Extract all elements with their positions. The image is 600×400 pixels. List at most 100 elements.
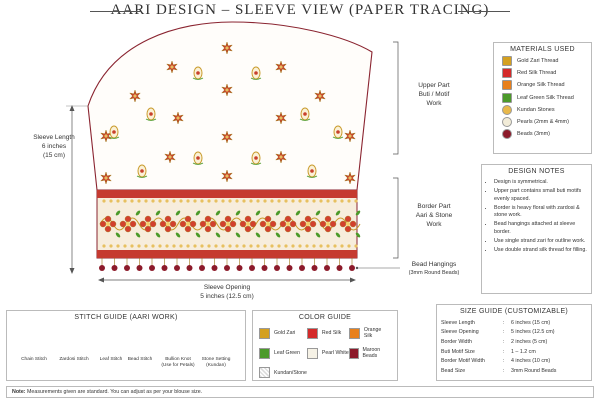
border-bead-dot [116, 199, 120, 203]
border-bead-dot [242, 199, 246, 203]
bead-icon [502, 129, 512, 140]
border-bead-dot [340, 199, 344, 203]
design-note: Use single strand zari for outline work. [494, 238, 591, 246]
border-bead-dot [347, 244, 351, 248]
border-bead-dot [214, 244, 218, 248]
border-bead-dot [298, 199, 302, 203]
border-flower [99, 210, 121, 238]
stitch-guide-panel: STITCH GUIDE (AARI WORK) [6, 310, 246, 381]
upper-part-bracket [393, 41, 399, 155]
material-item: Orange Silk Thread [494, 79, 591, 91]
border-bead-dot [326, 244, 330, 248]
border-bead-dot [277, 199, 281, 203]
border-bead-dot [319, 199, 323, 203]
leaf-green-silk-thread-icon [502, 92, 512, 103]
border-bead-dot [172, 199, 176, 203]
bead-hanging [236, 258, 243, 271]
border-bead-dot [179, 199, 183, 203]
border-bead-dot [242, 244, 246, 248]
border-flower [139, 210, 161, 238]
border-bead-dot [270, 199, 274, 203]
sleeve-length-label: Sleeve Length 6 inches (15 cm) [33, 134, 75, 159]
color-swatch [306, 327, 318, 339]
color-guide-title: COLOR GUIDE [298, 314, 352, 321]
bead-hanging [261, 258, 268, 271]
stitch-caption: Bead Stitch [127, 357, 153, 362]
border-flower [239, 210, 261, 238]
border-bead-dot [340, 244, 344, 248]
border-bead-dot [228, 199, 232, 203]
border-bead-dot [158, 244, 162, 248]
design-note: Bead hangings attached at sleeve border. [494, 221, 591, 236]
paisley-buti-motif [299, 107, 311, 121]
color-swatch-item: Red Silk [306, 327, 349, 339]
bead-hanging [111, 258, 118, 271]
size-guide-title: SIZE GUIDE (CUSTOMIZABLE) [459, 308, 569, 315]
size-guide-row: Bead Size:3mm Round Beads [441, 367, 557, 374]
border-flower [159, 210, 181, 238]
design-notes-title: DESIGN NOTES [508, 168, 565, 175]
border-bead-dot [270, 244, 274, 248]
border-bead-dot [123, 199, 127, 203]
kundan-stone-icon [502, 104, 512, 115]
border-bead-dot [144, 244, 148, 248]
star-buti-motif [221, 41, 233, 55]
border-bead-dot [249, 244, 253, 248]
border-bead-dot [326, 199, 330, 203]
gold-zari-thread-icon [502, 56, 512, 67]
pearl-icon [502, 117, 512, 128]
bead-hanging [149, 258, 155, 271]
arrow-head [69, 268, 75, 274]
bead-hanging [336, 258, 343, 271]
bead-hanging [124, 258, 130, 271]
bead-hanging [99, 258, 105, 271]
design-notes-panel: DESIGN NOTES Design is symmetrical.Upper… [481, 164, 592, 294]
bead-hangings-label: Bead Hangings (3mm Round Beads) [408, 261, 460, 276]
stitch-caption: Bullion Knot (Use for Petals) [161, 357, 195, 368]
color-swatch [259, 327, 270, 339]
upper-part-label: Upper Part Buti / Motif Work [418, 82, 450, 107]
border-part-label: Border Part Aari & Stone Work [415, 203, 453, 228]
paisley-buti-motif [250, 66, 262, 80]
border-bead-dot [312, 199, 316, 203]
border-bead-dot [221, 244, 225, 248]
color-swatch [259, 367, 270, 378]
bead-hanging [311, 258, 318, 271]
bead-hanging [161, 258, 168, 271]
material-item: Gold Zari Thread [494, 55, 591, 67]
arrow-head [69, 105, 75, 111]
border-bead-dot [179, 244, 183, 248]
border-bead-dot [284, 199, 288, 203]
paisley-buti-motif [192, 66, 204, 80]
border-bead-dot [284, 244, 288, 248]
border-top-band [97, 190, 357, 198]
size-guide-row: Border Motif Width:4 inches (10 cm) [441, 358, 551, 365]
size-guide-panel: SIZE GUIDE (CUSTOMIZABLE) Sleeve Length:… [436, 304, 592, 381]
border-bead-dot [207, 199, 211, 203]
border-bead-dot [305, 244, 309, 248]
border-part-bracket [393, 177, 399, 259]
star-buti-motif [172, 111, 184, 125]
border-bead-dot [151, 199, 155, 203]
color-swatch [306, 347, 318, 359]
bead-hanging [136, 258, 143, 271]
design-note: Design is symmetrical. [494, 179, 591, 187]
bead-hanging [224, 258, 230, 271]
border-bead-dot [305, 199, 309, 203]
bead-hanging [349, 258, 355, 271]
size-guide-row: Buti Motif Size:1 – 1.2 cm [441, 348, 536, 355]
design-note: Border is heavy floral with zardosi & st… [494, 205, 591, 220]
border-bead-dot [116, 244, 120, 248]
border-bead-dot [354, 199, 358, 203]
footer-note: Note: Measurements given are standard. Y… [6, 386, 594, 398]
border-bead-dot [186, 199, 190, 203]
buti-motifs [100, 41, 356, 185]
border-bead-dot [123, 244, 127, 248]
material-item: Leaf Green Silk Thread [494, 92, 591, 104]
color-swatch [348, 327, 360, 339]
color-swatch-item: Gold Zari [259, 327, 307, 339]
border-bead-dot [109, 244, 113, 248]
border-bead-dot [263, 199, 267, 203]
border-bead-dot [102, 244, 106, 248]
border-bead-dot [214, 199, 218, 203]
